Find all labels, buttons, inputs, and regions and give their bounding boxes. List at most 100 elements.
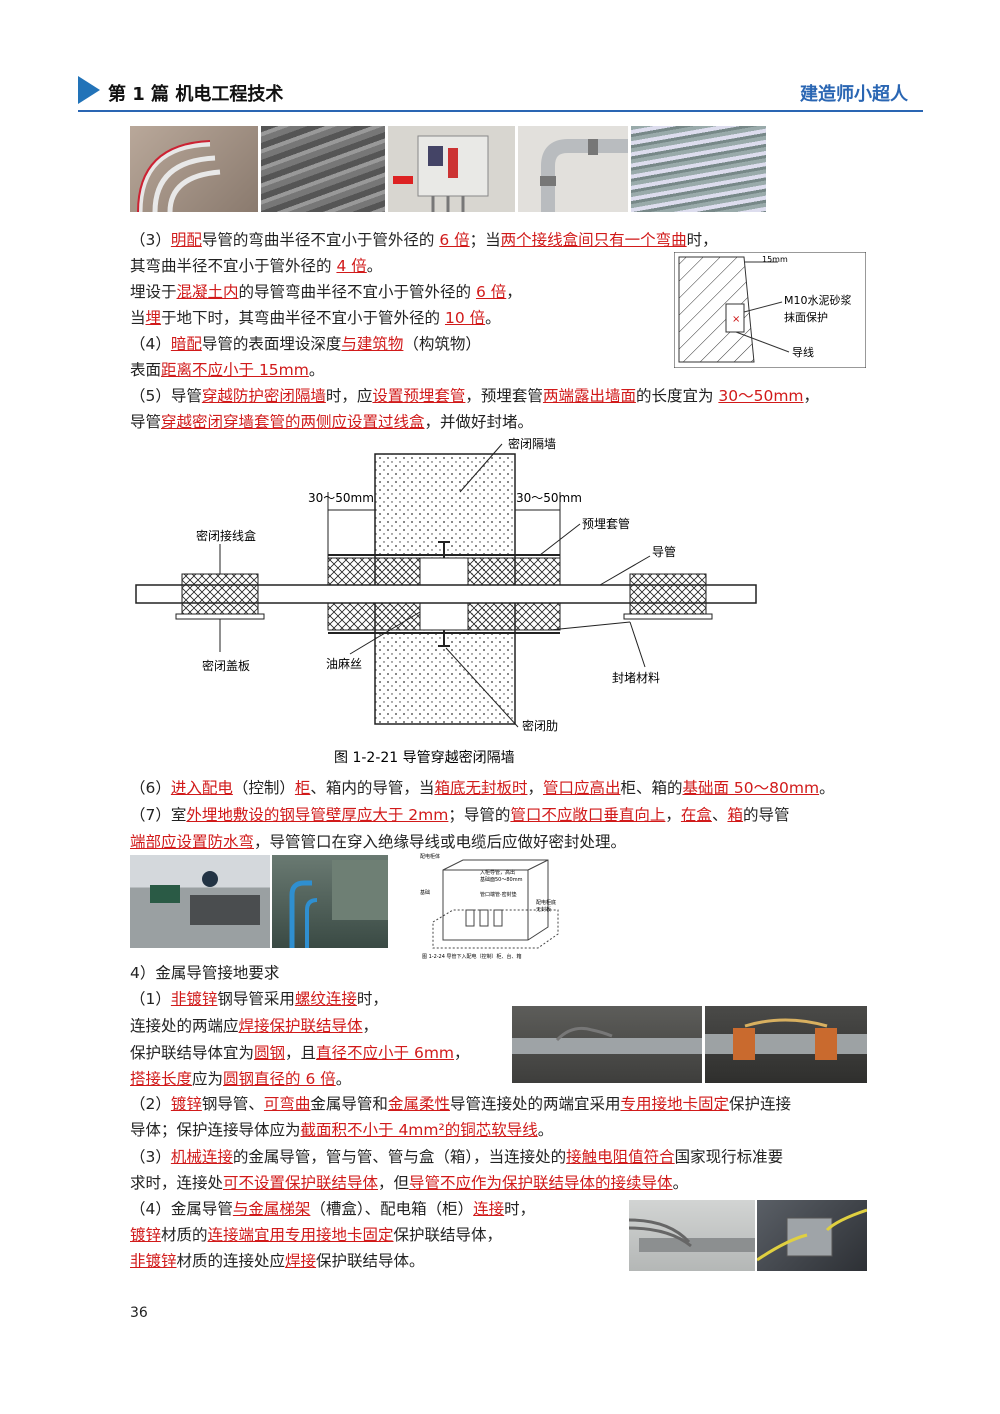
text-line: （6）进入配电（控制）柜、箱内的导管，当箱底无封板时，管口应高出柜、箱的基础面 … [130,777,835,799]
seal-label: 封堵材料 [612,671,660,685]
text-line: 埋设于混凝土内的导管弯曲半径不宜小于管外径的 6 倍， [130,281,522,303]
text-segment: 埋设于 [130,283,177,301]
key-point-underlined: 30～50mm [718,387,804,405]
key-point-underlined: 穿越密闭穿墙套管的两侧应设置过线盒 [161,413,425,431]
key-point-underlined: 在盒 [680,806,712,824]
text-segment: 。 [366,257,383,275]
text-segment: 柜、箱的 [620,779,683,797]
key-point-underlined: 端部应设置防水弯 [130,833,255,851]
key-point-underlined: 两个接线盒间只有一个弯曲 [500,231,687,249]
seal-pad-label: 管口端管·密封垫 [480,891,517,898]
figure-wall-penetration: 30～50mm 30～50mm 密闭隔墙 预埋套管 导管 密闭接线盒 密闭盖板 … [135,436,757,766]
text-segment: ；导管的 [448,806,511,824]
photo-junction-box-ground [757,1200,867,1271]
sleeve-label: 预埋套管 [582,516,630,531]
text-segment: 材质的 [161,1226,208,1244]
text-segment: 求时，连接处 [130,1174,224,1192]
key-point-underlined: 圆钢 [254,1044,286,1062]
text-segment: ，预埋套管 [465,387,543,405]
svg-text:×: × [732,314,740,325]
key-point-underlined: 机械连接 [170,1148,233,1166]
figure-plaster-protection: 15mm × M10水泥砂浆 抹面保护 导线 [674,252,866,368]
text-segment: 时， [504,1200,536,1218]
key-point-underlined: 可不设置保护联结导体 [223,1174,379,1192]
pipe-label: 导管 [652,544,676,559]
text-segment: 。 [485,309,501,327]
plaster-label: 抹面保护 [784,310,828,324]
cabinet-label: 配电柜体 [420,853,440,860]
key-point-underlined: 与金属梯架 [232,1200,311,1218]
text-segment: ，导管管口在穿入绝缘导线或电缆后应做好密封处理。 [254,833,627,851]
dim-label: 15mm [762,255,788,264]
photo-conduit-waterproof-bend [272,855,388,948]
text-segment: 国家现行标准要 [674,1148,784,1166]
text-segment: ， [803,387,820,405]
text-line: （7）室外埋地敷设的钢导管壁厚应大于 2mm；导管的管口不应敞口垂直向上，在盒、… [130,804,789,826]
text-segment: （4） [130,335,171,353]
key-point-underlined: 箱底无封板时 [434,779,528,797]
text-segment: ，且 [285,1044,317,1062]
text-segment: ， [527,779,543,797]
photo-distribution-box [388,126,515,212]
key-point-underlined: 基础面 50～80mm [682,779,820,797]
key-point-underlined: 非镀锌 [130,1252,177,1270]
text-segment: ， [665,806,681,824]
text-segment: 、箱内的导管，当 [310,779,435,797]
text-line: 其弯曲半径不宜小于管外径的 4 倍。 [130,255,382,277]
text-line: 求时，连接处可不设置保护联结导体，但导管不应作为保护联结导体的接续导体。 [130,1172,688,1194]
text-segment: 保护联结导体宜为 [130,1044,255,1062]
text-segment: 的导管 [742,806,790,824]
text-segment: 的长度宜为 [635,387,719,405]
figure-cabinet-entry: 配电柜体 入柜导管，高出 基础面50～80mm 基础 管口端管·密封垫 配电柜底… [418,852,560,962]
text-segment: 4）金属导管接地要求 [130,964,280,982]
text-segment: （7）室 [130,806,187,824]
base-label: 基础 [420,889,430,896]
text-segment: 保护连接 [728,1095,791,1113]
cabinet-bottom-label: 配电柜底 [536,899,556,906]
text-line: 保护联结导体宜为圆钢，且直径不应小于 6mm， [130,1042,470,1064]
key-point-underlined: 进入配电 [170,779,233,797]
dim-left-label: 30～50mm [308,491,374,505]
text-line: 搭接长度应为圆钢直径的 6 倍。 [130,1068,351,1090]
photo-conduit-row [261,126,385,212]
text-segment: （构筑物） [403,335,481,353]
key-point-underlined: 接触电阻值符合 [566,1148,675,1166]
text-segment: 、 [711,806,728,824]
key-point-underlined: 4 倍 [336,257,367,275]
key-point-underlined: 管口不应敞口垂直向上 [510,806,666,824]
key-point-underlined: 直径不应小于 6mm [316,1044,455,1062]
text-segment: 钢导管采用 [217,990,295,1008]
photo-bent-conduits [130,126,258,212]
text-segment: 导管连接处的两端宜采用 [449,1095,621,1113]
text-segment: 导管 [130,413,162,431]
text-segment: 保护联结导体。 [316,1252,425,1270]
text-segment: ， [362,1017,379,1035]
key-point-underlined: 金属柔性 [387,1095,450,1113]
key-point-underlined: 圆钢直径的 6 倍 [223,1070,336,1088]
hemp-label: 油麻丝 [326,656,362,671]
figure-caption: 图 1-2-21 导管穿越密闭隔墙 [334,749,515,766]
height-value-label: 基础面50～80mm [480,876,523,883]
text-segment: 。 [335,1070,352,1088]
text-line: 4）金属导管接地要求 [130,962,279,984]
key-point-underlined: 焊接保护联结导体 [238,1017,363,1035]
text-segment: 。 [537,1121,554,1139]
key-point-underlined: 外埋地敷设的钢导管壁厚应大于 2mm [186,806,449,824]
key-point-underlined: 埋 [145,309,162,327]
text-segment: 材质的连接处应 [176,1252,286,1270]
no-cover-label: 无封板 [536,906,551,913]
key-point-underlined: 管口应高出 [542,779,621,797]
text-line: （3）机械连接的金属导管，管与管、管与盒（箱），当连接处的接触电阻值符合国家现行… [130,1146,783,1168]
key-point-underlined: 混凝土内 [176,283,239,301]
key-point-underlined: 设置预埋套管 [372,387,466,405]
cabinet-caption: 图 1-2-24 导管下入配电（控制）柜、台、箱 [422,953,522,960]
key-point-underlined: 焊接 [285,1252,317,1270]
text-line: （1）非镀锌钢导管采用螺纹连接时， [130,988,388,1010]
text-line: 表面距离不应小于 15mm。 [130,359,324,381]
text-segment: （槽盒）、配电箱（柜） [310,1200,474,1218]
rib-label: 密闭肋 [522,718,558,733]
key-point-underlined: 暗配 [170,335,202,353]
key-point-underlined: 导管不应作为保护联结导体的接续导体 [409,1174,673,1192]
text-segment: ， [506,283,522,301]
cover-label: 密闭盖板 [202,658,250,673]
